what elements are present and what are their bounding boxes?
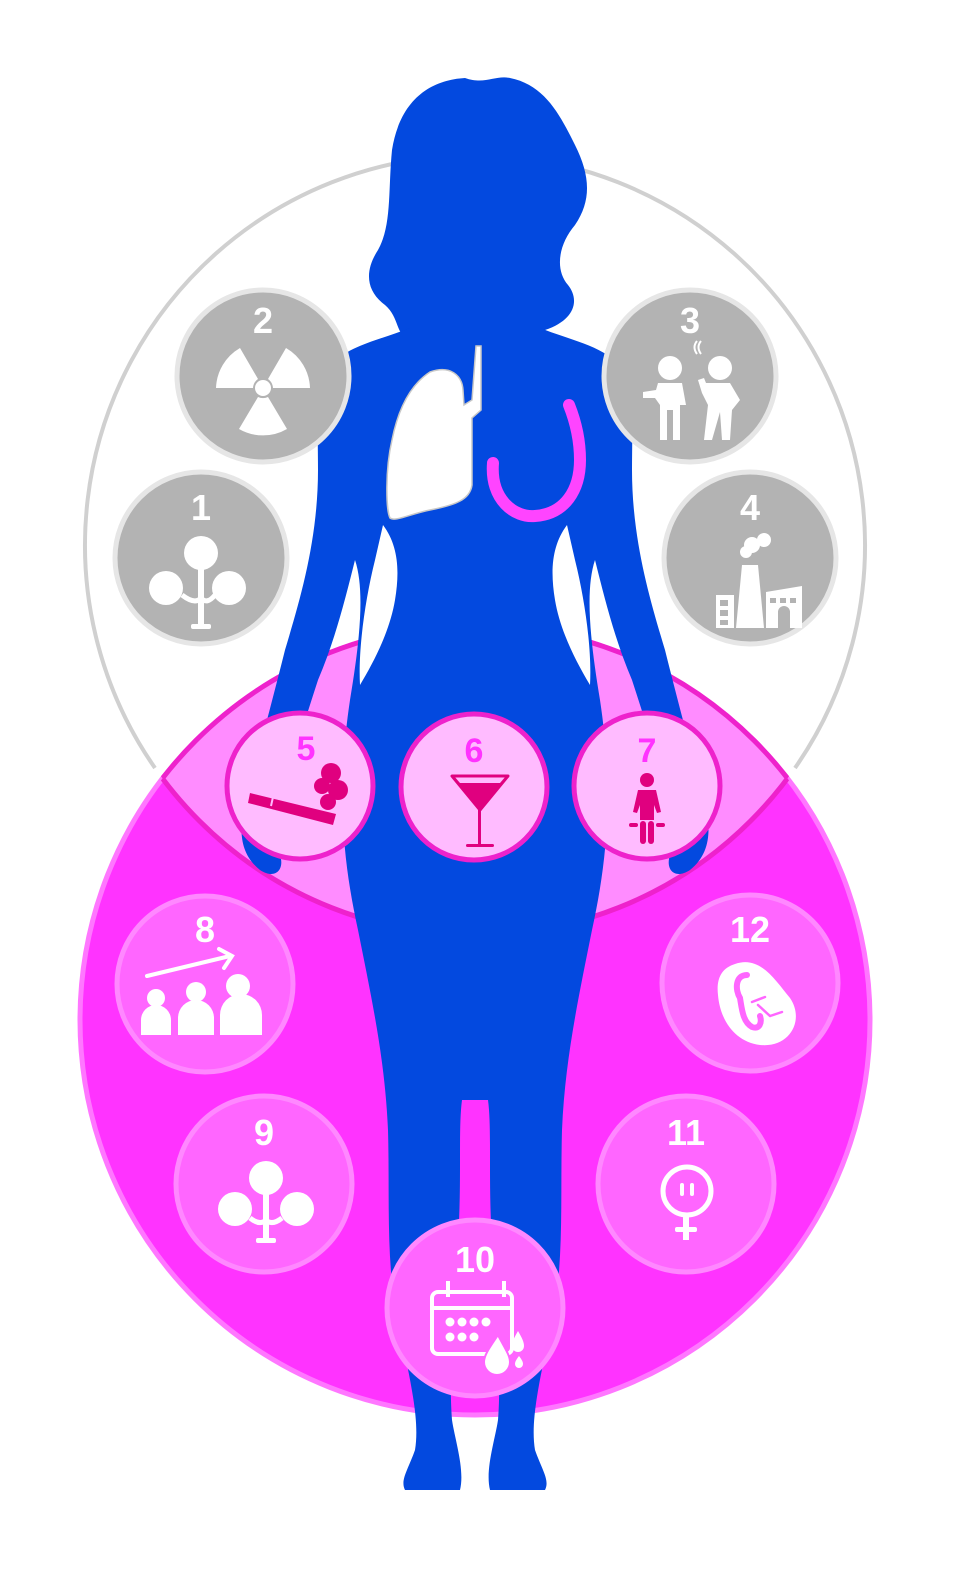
badge-number: 3 [680, 300, 700, 341]
badge-1[interactable]: 1 [112, 469, 290, 647]
badge-number: 4 [740, 487, 760, 528]
badge-2[interactable]: 2 [174, 287, 352, 465]
radiation-icon [216, 348, 310, 436]
badge-4[interactable]: 4 [661, 469, 839, 647]
badge-number: 10 [455, 1239, 495, 1280]
age-growth-icon [141, 947, 262, 1035]
female-hormone-icon [660, 1164, 714, 1240]
head-hair [368, 77, 588, 341]
body-weight-icon [629, 773, 665, 844]
badge-8[interactable]: 8 [114, 893, 296, 1075]
badge-7[interactable]: 7 [571, 710, 723, 862]
badge-number: 6 [465, 732, 484, 770]
badge-number: 5 [297, 730, 316, 768]
factory-windows [720, 598, 796, 625]
breast-outline-icon [486, 399, 587, 523]
badge-3[interactable]: 3 [601, 287, 779, 465]
cocktail-glass-icon [450, 774, 510, 847]
right-lung-icon [386, 345, 482, 520]
badge-6[interactable]: 6 [398, 711, 550, 863]
factory-pollution-icon [716, 533, 802, 628]
menstrual-calendar-icon [430, 1281, 524, 1376]
female-body-silhouette [241, 77, 709, 1490]
badge-5[interactable]: 5 [224, 710, 376, 862]
badge-number: 1 [191, 487, 211, 528]
badge-number: 2 [253, 300, 273, 341]
badge-number: 11 [667, 1112, 705, 1153]
family-tree-icon [149, 536, 246, 629]
torso [241, 328, 709, 1490]
arm-gaps [359, 525, 591, 685]
badge-number: 8 [195, 909, 215, 950]
badge-number: 7 [638, 732, 657, 770]
secondhand-smoke-icon [643, 340, 740, 440]
family-tree-icon [218, 1161, 314, 1243]
badge-9[interactable]: 9 [173, 1093, 355, 1275]
fetus-pregnancy-icon [717, 962, 796, 1046]
badge-number: 12 [730, 909, 770, 950]
badge-12[interactable]: 12 [659, 892, 841, 1074]
badge-10[interactable]: 10 [384, 1217, 566, 1399]
badge-number: 9 [254, 1112, 274, 1153]
cigarette-icon [248, 763, 348, 825]
badge-11[interactable]: 11 [595, 1093, 777, 1275]
